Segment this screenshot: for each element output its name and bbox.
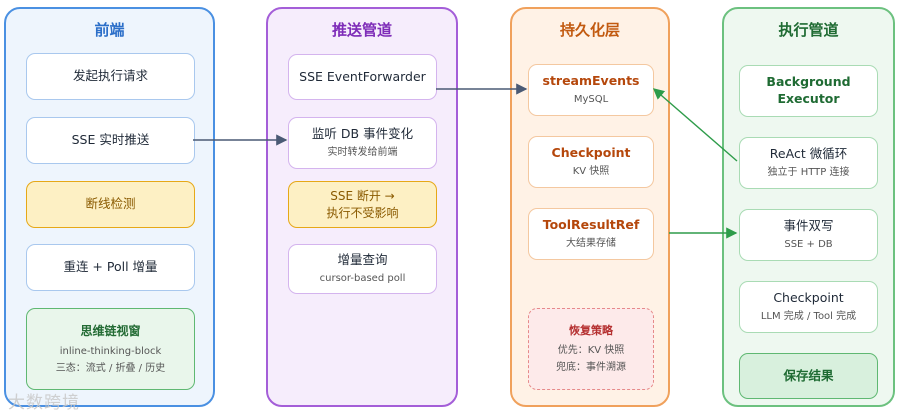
stream-events-sub: MySQL bbox=[573, 94, 609, 106]
pipeline-title: 推送管道 bbox=[331, 21, 392, 39]
request-label: 发起执行请求 bbox=[72, 68, 148, 84]
dual-write-box: 事件双写 SSE + DB bbox=[739, 209, 878, 261]
thinking-title: 思维链视窗 bbox=[80, 323, 141, 338]
recovery-box: 恢复策略 优先：KV 快照 兜底：事件溯源 bbox=[528, 308, 654, 390]
sse-break-box: SSE 断开 → 执行不受影响 bbox=[288, 181, 437, 228]
thinking-line1: inline-thinking-block bbox=[59, 346, 162, 358]
pipeline-column: 推送管道 SSE EventForwarder 监听 DB 事件变化 实时转发给… bbox=[266, 7, 458, 407]
forwarder-box: SSE EventForwarder bbox=[288, 54, 437, 100]
background-line1: Background bbox=[766, 74, 851, 90]
react-title: ReAct 微循环 bbox=[769, 146, 848, 162]
tool-result-box: ToolResultRef 大结果存储 bbox=[528, 208, 654, 260]
save-result-label: 保存结果 bbox=[783, 367, 834, 383]
frontend-title: 前端 bbox=[94, 21, 125, 39]
react-loop-box: ReAct 微循环 独立于 HTTP 连接 bbox=[739, 137, 878, 189]
executor-checkpoint-sub: LLM 完成 / Tool 完成 bbox=[760, 311, 857, 323]
tool-result-sub: 大结果存储 bbox=[566, 238, 616, 250]
sse-push-box: SSE 实时推送 bbox=[26, 117, 195, 164]
background-executor-box: Background Executor bbox=[739, 65, 878, 117]
executor-checkpoint-box: Checkpoint LLM 完成 / Tool 完成 bbox=[739, 281, 878, 333]
thinking-box: 思维链视窗 inline-thinking-block 三态：流式 / 折叠 /… bbox=[26, 308, 195, 390]
executor-column: 执行管道 Background Executor ReAct 微循环 独立于 H… bbox=[722, 7, 895, 407]
recovery-line1: 优先：KV 快照 bbox=[557, 345, 625, 357]
background-line2: Executor bbox=[777, 91, 840, 106]
executor-title: 执行管道 bbox=[778, 21, 839, 39]
persistence-title: 持久化层 bbox=[559, 21, 620, 39]
stream-events-box: streamEvents MySQL bbox=[528, 64, 654, 116]
tool-result-title: ToolResultRef bbox=[542, 217, 640, 233]
save-result-box: 保存结果 bbox=[739, 353, 878, 399]
checkpoint-store-box: Checkpoint KV 快照 bbox=[528, 136, 654, 188]
incremental-title: 增量查询 bbox=[337, 252, 388, 268]
executor-checkpoint-title: Checkpoint bbox=[773, 290, 844, 306]
listen-title: 监听 DB 事件变化 bbox=[311, 126, 414, 142]
checkpoint-store-title: Checkpoint bbox=[551, 145, 631, 161]
recovery-title: 恢复策略 bbox=[569, 323, 613, 337]
incremental-sub: cursor-based poll bbox=[319, 273, 406, 285]
listen-box: 监听 DB 事件变化 实时转发给前端 bbox=[288, 117, 437, 169]
sse-break-line1: SSE 断开 → bbox=[330, 189, 395, 204]
disconnect-box: 断线检测 bbox=[26, 181, 195, 228]
dual-write-sub: SSE + DB bbox=[784, 239, 833, 251]
frontend-column: 前端 发起执行请求 SSE 实时推送 断线检测 重连 + Poll 增量 思维链… bbox=[4, 7, 215, 407]
listen-sub: 实时转发给前端 bbox=[327, 147, 398, 159]
thinking-line2: 三态：流式 / 折叠 / 历史 bbox=[55, 362, 166, 374]
watermark: 大数跨境 bbox=[8, 393, 80, 413]
sse-push-label: SSE 实时推送 bbox=[71, 132, 150, 148]
persistence-column: 持久化层 streamEvents MySQL Checkpoint KV 快照… bbox=[510, 7, 670, 407]
stream-events-title: streamEvents bbox=[542, 73, 640, 89]
reconnect-box: 重连 + Poll 增量 bbox=[26, 244, 195, 291]
dual-write-title: 事件双写 bbox=[783, 218, 834, 234]
request-box: 发起执行请求 bbox=[26, 53, 195, 100]
incremental-box: 增量查询 cursor-based poll bbox=[288, 244, 437, 294]
checkpoint-store-sub: KV 快照 bbox=[572, 166, 610, 178]
recovery-line2: 兜底：事件溯源 bbox=[556, 361, 626, 373]
react-sub: 独立于 HTTP 连接 bbox=[767, 167, 850, 179]
sse-break-line2: 执行不受影响 bbox=[326, 205, 399, 220]
disconnect-label: 断线检测 bbox=[85, 196, 136, 212]
reconnect-label: 重连 + Poll 增量 bbox=[63, 259, 158, 275]
forwarder-label: SSE EventForwarder bbox=[299, 68, 426, 84]
